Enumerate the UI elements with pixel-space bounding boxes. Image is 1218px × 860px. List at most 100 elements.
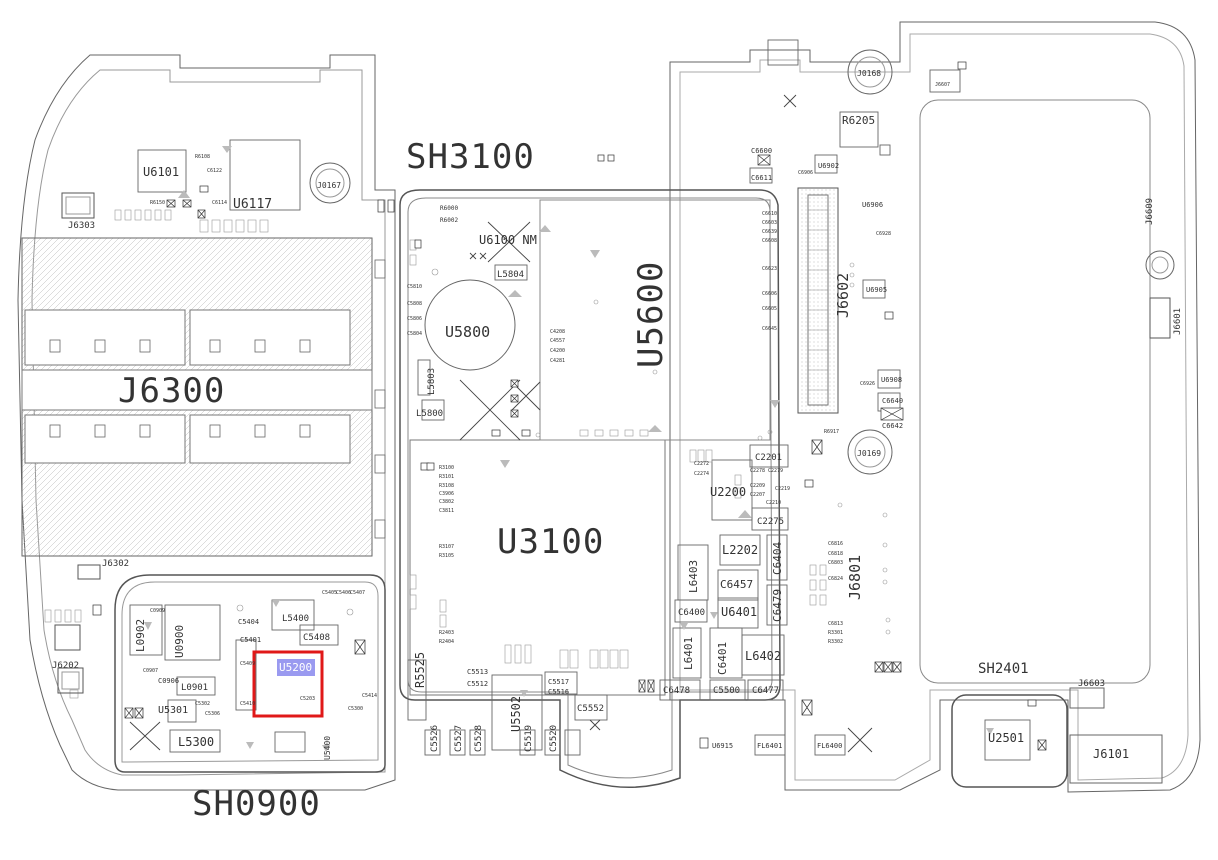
c5517-label: C5517 <box>548 678 569 686</box>
u5200-selection[interactable]: U5200 C5203 <box>252 650 324 718</box>
u5400-label: U5400 <box>323 736 332 760</box>
l5804-label: L5804 <box>497 270 524 280</box>
svg-text:C6623: C6623 <box>762 266 777 272</box>
mounting-rings <box>309 49 1175 475</box>
svg-text:C2272: C2272 <box>694 461 709 467</box>
j0169-ring <box>847 429 893 475</box>
svg-text:R2404: R2404 <box>439 639 454 645</box>
l0902-label: L0902 <box>134 619 147 652</box>
j6300-label: J6300 <box>118 371 225 411</box>
j6602-connector: J6602 <box>797 187 852 414</box>
j6101-socket <box>1069 734 1163 784</box>
tiny-designators: R6108 C6122 C6114 R6150 C5810 C5808 C580… <box>143 154 891 717</box>
sh2401-label: SH2401 <box>978 661 1029 677</box>
fl6401-label: FL6401 <box>757 742 782 750</box>
svg-text:C6645: C6645 <box>762 326 777 332</box>
right-board-inner-outline <box>679 33 1189 781</box>
right-board-outline <box>669 21 1201 793</box>
c6401-label: C6401 <box>716 642 729 675</box>
svg-text:C5808: C5808 <box>407 301 422 307</box>
sh0900-label: SH0900 <box>192 784 321 824</box>
j6300-pad-tl <box>24 309 186 366</box>
svg-text:C0909: C0909 <box>150 608 165 614</box>
svg-text:C6122: C6122 <box>207 168 222 174</box>
j6609-label: J6609 <box>1145 198 1155 225</box>
c6477-label: C6477 <box>752 686 779 696</box>
svg-text:C6639: C6639 <box>762 229 777 235</box>
r5525-label: R5525 <box>413 652 427 688</box>
svg-text:C5409: C5409 <box>240 661 255 667</box>
svg-text:C3906: C3906 <box>439 491 454 497</box>
svg-text:C6818: C6818 <box>828 551 843 557</box>
j6202-socket <box>57 667 84 694</box>
svg-text:C6610: C6610 <box>762 211 777 217</box>
svg-text:C5406: C5406 <box>336 590 351 596</box>
svg-text:C5810: C5810 <box>407 284 422 290</box>
svg-text:R3101: R3101 <box>439 474 454 480</box>
c5519-label: C5519 <box>524 725 534 752</box>
j6302-label: J6302 <box>102 559 129 569</box>
c2275-label: C2275 <box>757 517 784 527</box>
svg-text:C6928: C6928 <box>876 231 891 237</box>
u2200-label: U2200 <box>710 485 746 499</box>
j6601-label: J6601 <box>1173 308 1183 335</box>
fl6400-label: FL6400 <box>817 742 842 750</box>
c5500-label: C5500 <box>713 686 740 696</box>
c6479-label: C6479 <box>771 589 784 622</box>
j6300-pad-tr <box>189 309 351 366</box>
sh0900-inner <box>121 581 379 763</box>
l5803-label: L5803 <box>427 368 437 395</box>
j0169-label: J0169 <box>857 449 881 458</box>
u5301-label: U5301 <box>158 705 188 716</box>
u2501-label: U2501 <box>988 731 1024 745</box>
c6611-label: C6611 <box>751 174 772 182</box>
l0901-label: L0901 <box>181 683 208 693</box>
u5200-highlight <box>277 659 315 676</box>
svg-text:C5306: C5306 <box>205 711 220 717</box>
c6400-label: C6400 <box>678 608 705 618</box>
svg-text:C2219: C2219 <box>775 486 790 492</box>
svg-text:C5203: C5203 <box>300 696 315 702</box>
j0167-label: J0167 <box>317 181 341 190</box>
c5401-label: C5401 <box>240 636 261 644</box>
l6402-label: L6402 <box>745 649 781 663</box>
u5600-label: U5600 <box>631 261 671 368</box>
u6906-label: U6906 <box>862 201 883 209</box>
c5404-label: C5404 <box>238 618 259 626</box>
svg-text:C2274: C2274 <box>694 471 709 477</box>
l5800-label: L5800 <box>416 409 443 419</box>
j6300-band <box>21 369 373 411</box>
c0906-label: C0906 <box>158 677 179 685</box>
left-board-outline <box>17 54 396 791</box>
u6401-label: U6401 <box>721 605 757 619</box>
c5528-label: C5528 <box>474 725 484 752</box>
c5516-label: C5516 <box>548 688 569 696</box>
c5520-label: C5520 <box>549 725 559 752</box>
r6002-label: R6002 <box>440 217 458 224</box>
u6905-label: U6905 <box>866 286 887 294</box>
u6902-label: U6902 <box>818 162 839 170</box>
j0167-ring <box>309 162 351 204</box>
svg-text:C4208: C4208 <box>550 329 565 335</box>
svg-text:C4200: C4200 <box>550 348 565 354</box>
svg-text:C4281: C4281 <box>550 358 565 364</box>
u5200-selection-box[interactable] <box>252 650 324 718</box>
l6401-label: L6401 <box>682 637 695 670</box>
unpopulated-markers <box>129 94 873 753</box>
j0168-label: J0168 <box>857 69 881 78</box>
svg-text:C2210: C2210 <box>766 500 781 506</box>
j6801-label: J6801 <box>846 555 864 600</box>
j6602-label: J6602 <box>834 273 852 318</box>
svg-text:C6606: C6606 <box>762 291 777 297</box>
u5600-region <box>539 199 771 441</box>
j6302-socket <box>77 564 101 580</box>
u5800-label: U5800 <box>445 323 490 341</box>
svg-text:R3107: R3107 <box>439 544 454 550</box>
u3100-label: U3100 <box>497 522 604 562</box>
r6205-label: R6205 <box>842 114 875 127</box>
svg-text:C5410: C5410 <box>240 701 255 707</box>
c6600-label: C6600 <box>751 147 772 155</box>
j6300-pad-bl <box>24 414 186 464</box>
l5300-label: L5300 <box>178 735 214 749</box>
l6403-label: L6403 <box>687 560 700 593</box>
